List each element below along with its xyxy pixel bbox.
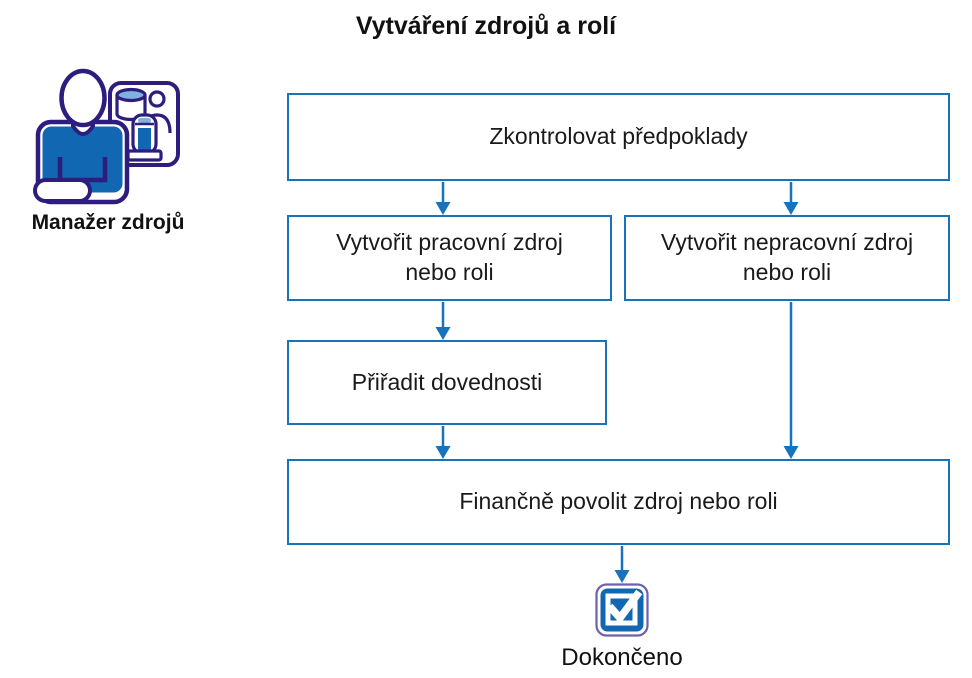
- arrow-check-to-nonwork: [783, 182, 799, 215]
- node-finance-enable: Finančně povolit zdroj nebo roli: [287, 459, 950, 545]
- node-create-work-resource: Vytvořit pracovní zdroj nebo roli: [287, 215, 612, 301]
- node-label: Vytvořit nepracovní zdroj nebo roli: [660, 229, 914, 285]
- arrow-finance-to-end: [614, 546, 630, 583]
- node-label: Vytvořit pracovní zdroj nebo roli: [336, 229, 563, 285]
- manager-person-icon: [33, 68, 130, 205]
- pillar-icon: [126, 113, 163, 162]
- actor-resource-manager: Manažer zdrojů: [8, 62, 208, 235]
- node-label: Finančně povolit zdroj nebo roli: [459, 488, 778, 515]
- node-create-nonwork-resource: Vytvořit nepracovní zdroj nebo roli: [624, 215, 950, 301]
- arrow-work-to-skills: [435, 302, 451, 340]
- arrow-nonwork-to-finance: [783, 302, 799, 459]
- diagram-title: Vytváření zdrojů a rolí: [355, 12, 617, 40]
- resource-manager-icon: [33, 68, 180, 205]
- node-label: Zkontrolovat předpoklady: [489, 123, 748, 150]
- actor-label: Manažer zdrojů: [31, 211, 185, 234]
- node-label: Přiřadit dovednosti: [351, 368, 543, 395]
- end-label: Dokončeno: [561, 644, 683, 671]
- arrow-check-to-work: [435, 182, 451, 215]
- completed-checkbox-icon: [595, 583, 649, 637]
- node-check-prerequisites: Zkontrolovat předpoklady: [287, 93, 950, 181]
- node-assign-skills: Přiřadit dovednosti: [287, 340, 607, 425]
- arrow-skills-to-finance: [435, 426, 451, 459]
- end-marker: Dokončeno: [522, 583, 722, 672]
